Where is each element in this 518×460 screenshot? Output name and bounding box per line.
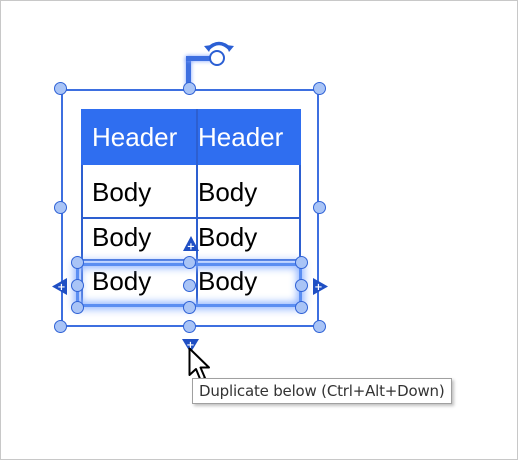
rotate-arrow-icon[interactable] (204, 38, 234, 52)
rotation-handle[interactable] (209, 50, 225, 66)
rotation-connector (186, 58, 191, 89)
insert-below-icon[interactable]: + (182, 339, 199, 353)
resize-handle-bottom[interactable] (183, 320, 196, 333)
svg-text:+: + (187, 242, 195, 252)
insert-above-icon[interactable]: + (183, 236, 199, 251)
svg-text:+: + (57, 282, 65, 293)
row-handle-left[interactable] (71, 279, 84, 292)
resize-handle-bottom-left[interactable] (54, 320, 67, 333)
row-handle-right[interactable] (295, 279, 308, 292)
header-cell-1[interactable]: Header (81, 109, 196, 165)
row-handle-top-left[interactable] (71, 256, 84, 269)
rotation-connector-arm (186, 56, 218, 61)
column-divider (196, 109, 198, 304)
row-handle-top-right[interactable] (295, 256, 308, 269)
body-cell-r1c2[interactable]: Body (196, 166, 301, 218)
body-cell-r2c2[interactable]: Body (196, 219, 301, 259)
header-cell-2[interactable]: Header (196, 109, 301, 165)
resize-handle-bottom-right[interactable] (313, 320, 326, 333)
resize-handle-left[interactable] (54, 201, 67, 214)
table[interactable]: Header Header Body Body Body Body Body B… (81, 109, 301, 304)
row-handle-bottom-middle[interactable] (183, 301, 196, 314)
table-border-right (299, 165, 301, 304)
resize-handle-top-left[interactable] (54, 82, 67, 95)
insert-left-icon[interactable]: + (52, 278, 67, 295)
resize-handle-top[interactable] (183, 82, 196, 95)
body-cell-r2c1[interactable]: Body (81, 219, 196, 259)
row-divider-1 (81, 217, 301, 219)
row-handle-bottom-right[interactable] (295, 301, 308, 314)
row-handle-top-middle[interactable] (183, 256, 196, 269)
row-handle-center[interactable] (183, 279, 196, 292)
svg-text:+: + (186, 340, 194, 351)
body-cell-r1c1[interactable]: Body (81, 166, 196, 218)
body-cell-r3c2[interactable]: Body (196, 261, 301, 304)
resize-handle-right[interactable] (313, 201, 326, 214)
insert-right-icon[interactable]: + (313, 278, 328, 295)
svg-text:+: + (314, 282, 322, 293)
table-border-left (81, 165, 83, 304)
row-handle-bottom-left[interactable] (71, 301, 84, 314)
body-cell-r3c1[interactable]: Body (81, 261, 196, 304)
resize-handle-top-right[interactable] (313, 82, 326, 95)
tooltip: Duplicate below (Ctrl+Alt+Down) (192, 378, 452, 404)
